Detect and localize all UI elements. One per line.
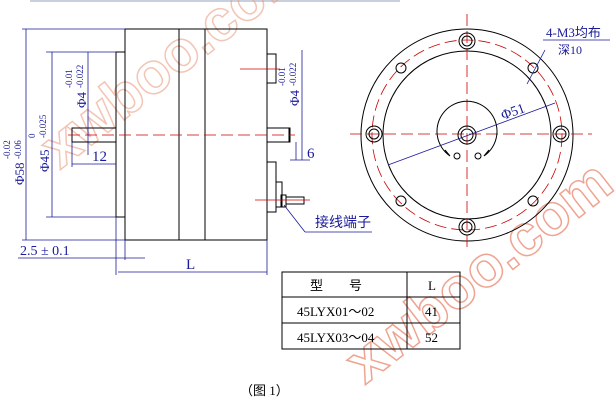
dim-front-shaft: Φ4 — [74, 91, 89, 108]
dim-rear-shaft-tol-lower: -0.022 — [288, 63, 298, 86]
dim-dia45: Φ45 — [37, 149, 52, 172]
terminal-block — [266, 161, 277, 213]
dim-flange-thickness: 2.5 ± 0.1 — [20, 244, 70, 259]
rear-boss — [266, 53, 277, 84]
dim-front-shaft-tol-upper: -0.01 — [64, 69, 74, 88]
dim-rear-shaft-tol-upper: -0.01 — [277, 67, 287, 86]
table-header-model: 型 号 — [310, 278, 362, 293]
dim-rear-shaft: Φ4 — [287, 89, 302, 106]
dim-dia45-tol-upper: 0 — [27, 133, 37, 138]
pcd-dimension-line — [387, 102, 556, 166]
dim-length: L — [186, 257, 195, 273]
model-table: 型 号 L 45LYX01～02 41 45LYX03～04 52 — [281, 271, 461, 350]
dim-rear-length: 6 — [307, 146, 315, 162]
dim-pcd: Φ51 — [499, 101, 527, 123]
table-cell-length: 52 — [425, 330, 438, 345]
end-view: Φ51 4-M3均布 深10 — [350, 14, 610, 250]
watermark-right: xwboo.com — [333, 148, 615, 396]
hub — [436, 100, 498, 157]
table-cell-model: 45LYX03～04 — [297, 330, 375, 345]
side-dimensions: Φ58 -0.02 -0.06 Φ45 0 -0.025 Φ4 -0.01 -0… — [2, 28, 372, 275]
side-view — [68, 28, 310, 241]
dim-dia45-tol-lower: -0.025 — [38, 114, 48, 138]
dim-shaft-length: 12 — [92, 149, 107, 165]
table-cell-model: 45LYX01～02 — [297, 304, 374, 319]
table-header-length: L — [428, 278, 436, 293]
hole-callout: 4-M3均布 — [546, 25, 601, 40]
figure-caption: （图 1） — [240, 383, 289, 398]
dim-dia58-tol-lower: -0.06 — [13, 140, 23, 159]
dim-front-shaft-tol-lower: -0.022 — [75, 65, 85, 88]
dim-dia58-tol-upper: -0.02 — [2, 140, 12, 159]
terminal-label: 接线端子 — [315, 214, 371, 231]
hole-depth: 深10 — [558, 43, 582, 57]
table-cell-length: 41 — [425, 304, 438, 319]
screw-holes — [365, 32, 570, 236]
dim-dia58: Φ58 — [12, 162, 27, 185]
